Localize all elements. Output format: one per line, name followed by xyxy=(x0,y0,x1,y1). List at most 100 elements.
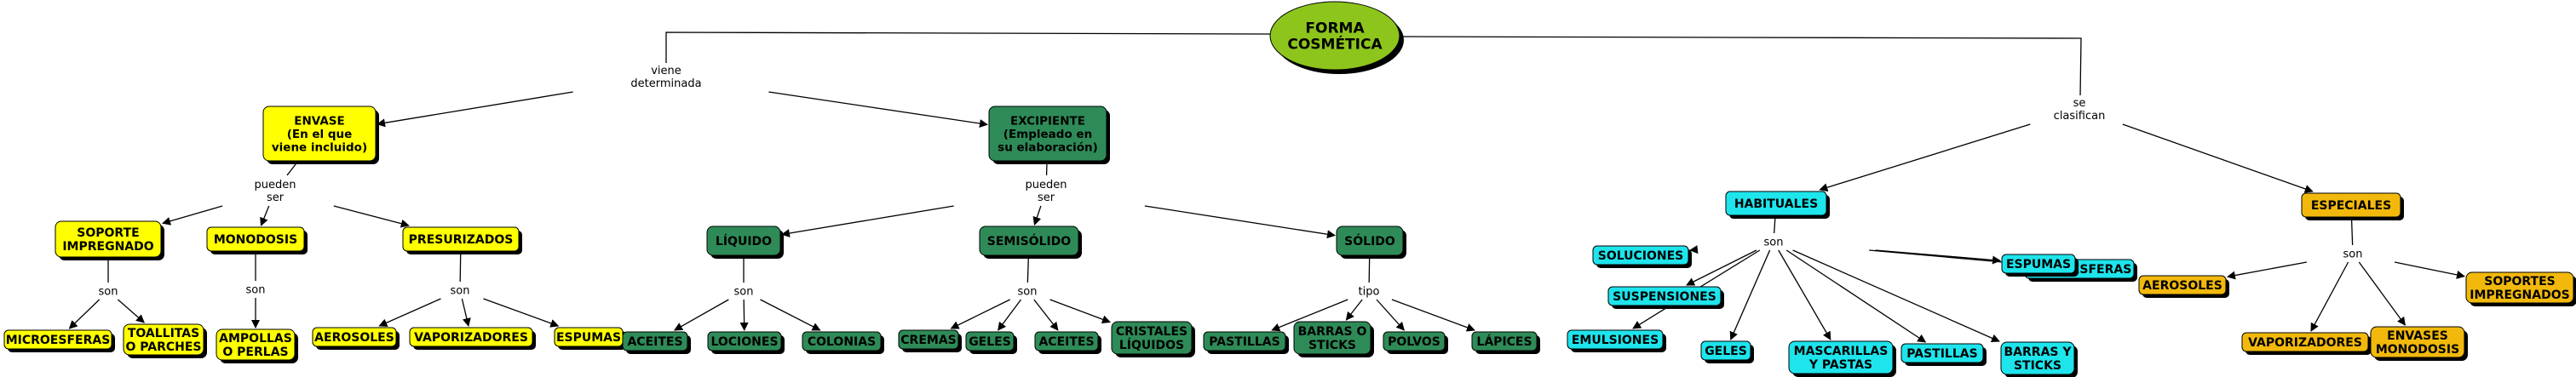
arrow-habituales-son-to-microesferas2 xyxy=(1869,249,2024,268)
node-aerosoles2[interactable]: AEROSOLES xyxy=(2138,275,2229,298)
connector-root-to-viene-determinada xyxy=(665,31,1271,66)
arrow-viene-determinada-to-envase xyxy=(377,91,573,128)
arrow-excipiente-pueden-ser-to-solido xyxy=(1144,205,1336,239)
node-suspensiones[interactable]: SUSPENSIONES xyxy=(1607,286,1724,309)
node-label: LOCIONES xyxy=(710,335,778,349)
node-label: AMPOLLAS xyxy=(219,332,292,346)
node-label: GELES xyxy=(1705,345,1747,358)
arrow-presurizados-son-to-espumas1 xyxy=(483,298,560,328)
node-colonias[interactable]: COLONIAS xyxy=(802,331,884,354)
node-label: ENVASE xyxy=(294,114,344,128)
arrow-habituales-son-to-pastillas2 xyxy=(1785,249,1927,343)
node-aceites1[interactable]: ACEITES xyxy=(622,331,691,354)
node-label: CREMAS xyxy=(900,334,956,347)
link-label-text: determinada xyxy=(630,77,701,90)
node-vaporizadores2[interactable]: VAPORIZADORES xyxy=(2241,332,2372,355)
node-label: STICKS xyxy=(1308,339,1356,352)
node-label: ACEITES xyxy=(1038,335,1094,349)
node-label: BARRAS O xyxy=(1298,325,1367,339)
node-label: (Empleado en xyxy=(1003,128,1092,141)
node-vaporizadores1[interactable]: VAPORIZADORES xyxy=(409,327,536,350)
link-labels: vienedeterminadaseclasificanpuedenserpue… xyxy=(96,63,2365,299)
arrow-especiales-son-to-soportes-impregnados xyxy=(2394,261,2465,279)
node-label: VAPORIZADORES xyxy=(414,331,528,345)
link-label-especiales-son: son xyxy=(2341,246,2365,261)
link-label-monodosis-son: son xyxy=(244,282,267,297)
node-solido[interactable]: SÓLIDO xyxy=(1336,226,1406,259)
node-cremas[interactable]: CREMAS xyxy=(898,329,962,352)
node-label: STICKS xyxy=(2014,359,2061,373)
node-geles2[interactable]: GELES xyxy=(1700,340,1754,363)
arrow-especiales-son-to-aerosoles2 xyxy=(2227,261,2308,280)
link-label-text: pueden xyxy=(1026,179,1067,191)
node-pastillas2[interactable]: PASTILLAS xyxy=(1900,343,1987,366)
node-label: EMULSIONES xyxy=(1572,334,1659,347)
link-label-text: pueden xyxy=(255,179,296,191)
node-label: PRESURIZADOS xyxy=(409,233,514,247)
node-label: IMPREGNADO xyxy=(62,240,153,254)
link-label-text: son xyxy=(246,284,266,297)
arrow-envase-pueden-ser-to-presurizados xyxy=(333,205,410,228)
node-label: EXCIPIENTE xyxy=(1010,114,1085,128)
node-soluciones[interactable]: SOLUCIONES xyxy=(1592,245,1692,268)
node-label: POLVOS xyxy=(1388,335,1440,349)
arrow-habituales-son-to-geles2 xyxy=(1729,249,1771,340)
node-aerosoles1[interactable]: AEROSOLES xyxy=(312,327,400,350)
node-label: TOALLITAS xyxy=(128,327,199,340)
node-label: (En el que xyxy=(287,128,353,141)
node-microesferas1[interactable]: MICROESFERAS xyxy=(3,329,115,352)
arrow-semisolido-son-to-cristales xyxy=(1049,299,1111,324)
node-label: ACEITES xyxy=(627,335,682,349)
node-pastillas1[interactable]: PASTILLAS xyxy=(1203,331,1289,354)
link-label-text: son xyxy=(2343,248,2363,261)
connector-especiales-to-especiales-son xyxy=(2350,218,2354,246)
node-semisolido[interactable]: SEMISÓLIDO xyxy=(979,226,1082,259)
arrow-especiales-son-to-envases-monodosis xyxy=(2358,261,2406,326)
node-label: O PARCHES xyxy=(125,340,201,354)
node-presurizados[interactable]: PRESURIZADOS xyxy=(402,226,522,254)
node-espumas2[interactable]: ESPUMAS xyxy=(2001,254,2079,277)
link-label-text: son xyxy=(1764,237,1784,249)
arrow-semisolido-son-to-cremas xyxy=(950,299,1010,329)
link-label-soporte-son: son xyxy=(96,283,120,299)
link-label-text: tipo xyxy=(1359,286,1380,299)
node-lociones[interactable]: LOCIONES xyxy=(707,331,785,354)
node-espumas1[interactable]: ESPUMAS xyxy=(554,327,626,350)
link-label-text: ser xyxy=(1038,191,1055,204)
node-label: ESPECIALES xyxy=(2311,199,2391,213)
node-habituales[interactable]: HABITUALES xyxy=(1725,191,1830,219)
node-label: ESPUMAS xyxy=(556,331,621,345)
connector-root-to-se-clasifican xyxy=(1399,36,2082,98)
node-lapices[interactable]: LÁPICES xyxy=(1471,331,1540,354)
node-especiales[interactable]: ESPECIALES xyxy=(2301,192,2404,220)
connector-lines xyxy=(68,31,2465,343)
node-polvos[interactable]: POLVOS xyxy=(1383,331,1448,354)
node-liquido[interactable]: LÍQUIDO xyxy=(706,226,784,259)
arrow-liquido-son-to-lociones xyxy=(739,299,749,331)
arrow-semisolido-son-to-aceites2 xyxy=(1033,299,1059,331)
link-label-text: viene xyxy=(651,65,681,77)
node-label: su elaboración) xyxy=(998,140,1098,154)
arrow-se-clasifican-to-habituales xyxy=(1819,123,2031,192)
node-label: PASTILLAS xyxy=(1209,335,1279,349)
node-monodosis[interactable]: MONODOSIS xyxy=(206,226,308,254)
link-label-text: son xyxy=(734,286,754,299)
node-geles1[interactable]: GELES xyxy=(965,331,1017,354)
node-emulsiones[interactable]: EMULSIONES xyxy=(1567,329,1666,352)
node-label: O PERLAS xyxy=(222,346,288,359)
node-aceites2[interactable]: ACEITES xyxy=(1034,331,1101,354)
